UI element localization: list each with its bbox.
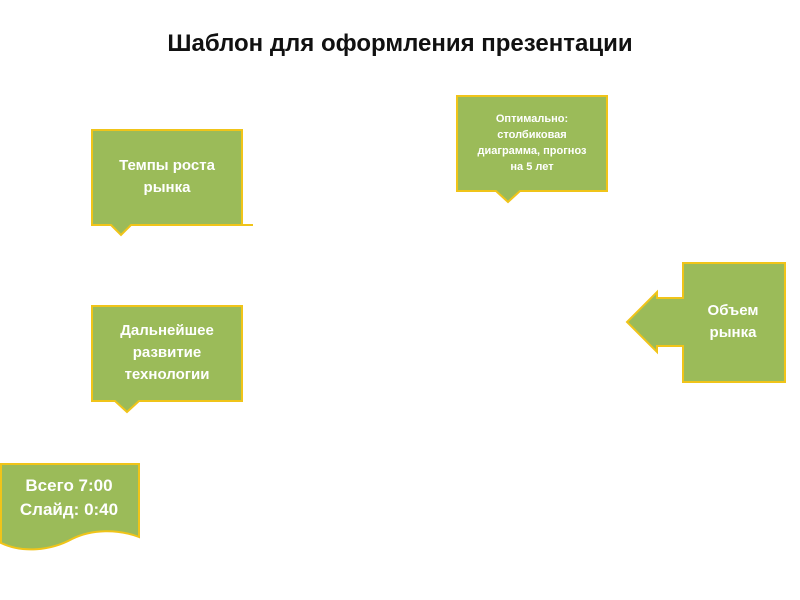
callout-optimal-chart-line1: Оптимально: [495, 113, 569, 125]
callout-market-growth: Темпы роста рынка [91, 129, 253, 237]
callout-market-volume: Объем рынка [625, 262, 786, 384]
slide-title: Шаблон для оформления презентации [167, 30, 633, 57]
callout-market-volume-line1: Объем [707, 302, 759, 319]
callout-market-growth-line1: Темпы роста [119, 157, 215, 174]
callout-market-volume-line2: рынка [709, 324, 757, 341]
callout-optimal-chart-shape [456, 95, 608, 204]
callout-technology: Дальнейшее развитие технологии [91, 305, 243, 414]
callout-market-volume-shape [625, 262, 786, 383]
callout-optimal-chart-line4: на 5 лет [510, 161, 554, 173]
callout-market-growth-shape [91, 129, 253, 237]
timer-box-shape [0, 463, 140, 551]
callout-market-growth-line2: рынка [143, 179, 191, 196]
callout-technology-line3: технологии [124, 366, 210, 383]
timer-slide: Слайд: 0:40 [19, 500, 119, 519]
timer-total: Всего 7:00 [25, 476, 113, 495]
callout-technology-line2: развитие [132, 344, 202, 361]
callout-technology-line1: Дальнейшее [120, 322, 214, 339]
timer-box: Всего 7:00 Слайд: 0:40 [0, 463, 140, 555]
callout-optimal-chart: Оптимально: столбиковая диаграмма, прогн… [456, 95, 608, 204]
callout-optimal-chart-line3: диаграмма, прогноз [477, 145, 587, 157]
callout-technology-shape [91, 305, 243, 414]
callout-optimal-chart-line2: столбиковая [497, 129, 567, 141]
